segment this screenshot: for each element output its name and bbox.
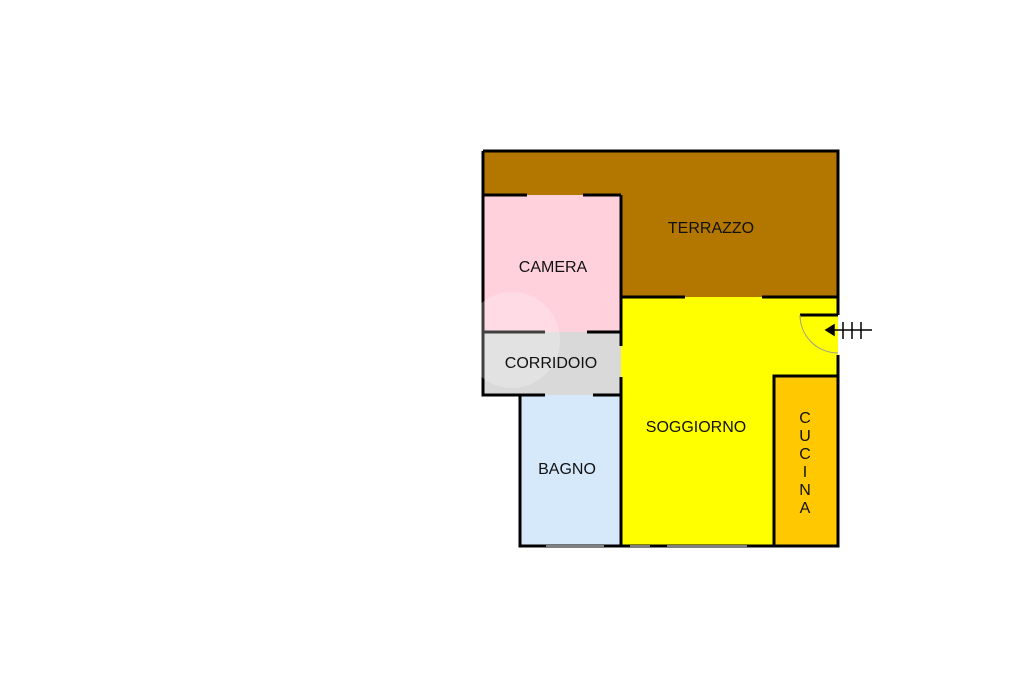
room-camera <box>483 195 621 332</box>
walls <box>481 149 840 548</box>
cucina-letter: U <box>799 428 811 445</box>
room-cucina <box>774 376 838 546</box>
entrance-arrow-icon <box>824 322 872 339</box>
cucina-letter: C <box>799 410 811 427</box>
cucina-letter: I <box>803 464 807 481</box>
label-bagno: BAGNO <box>538 461 596 478</box>
label-cucina: C U C I N A <box>799 410 811 517</box>
room-bagno <box>520 395 621 546</box>
watermark-logo <box>464 292 560 388</box>
label-terrazzo: TERRAZZO <box>668 220 754 237</box>
cucina-letter: C <box>799 446 811 463</box>
label-corridoio: CORRIDOIO <box>505 355 597 372</box>
cucina-letter: A <box>800 500 811 517</box>
room-corridoio <box>483 332 621 395</box>
door-swing-icon <box>799 314 839 354</box>
label-camera: CAMERA <box>519 259 588 276</box>
cucina-letter: N <box>799 482 811 499</box>
label-soggiorno: SOGGIORNO <box>646 419 746 436</box>
